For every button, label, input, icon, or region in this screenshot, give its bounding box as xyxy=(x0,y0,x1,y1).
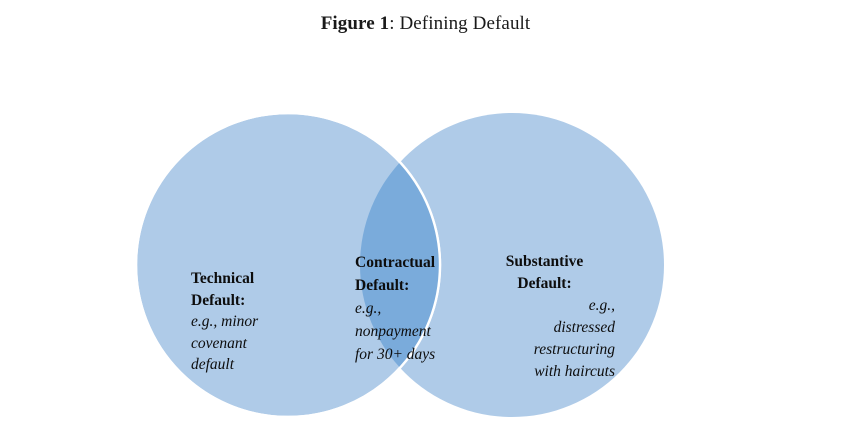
contractual-default-body-line2: nonpayment xyxy=(355,323,431,340)
substantive-default-label: Substantive Default: e.g., distressed re… xyxy=(474,251,615,383)
technical-default-body-line3: default xyxy=(191,356,235,373)
technical-default-body-line1: e.g., minor xyxy=(191,313,259,330)
technical-default-heading-line2: Default: xyxy=(191,291,246,309)
contractual-default-body-line3: for 30+ days xyxy=(355,346,436,363)
technical-default-body-line2: covenant xyxy=(191,334,247,352)
technical-default-heading-line1: Technical xyxy=(191,270,255,287)
figure-title-label: Figure 1 xyxy=(320,13,390,34)
contractual-default-body-line1: e.g., xyxy=(355,300,382,317)
figure-title-subject: : Defining Default xyxy=(389,13,531,34)
contractual-default-heading-line2: Default: xyxy=(355,277,410,294)
contractual-default-heading-line1: Contractual xyxy=(355,254,436,271)
technical-default-circle-outline xyxy=(134,111,442,419)
figure-title: Figure 1: Defining Default xyxy=(0,12,851,36)
substantive-default-body-line3: restructuring xyxy=(533,341,615,358)
substantive-default-circle xyxy=(360,113,664,417)
substantive-default-body-line4: with haircuts xyxy=(534,363,615,380)
technical-default-label: Technical Default: e.g., minor covenant … xyxy=(191,268,258,376)
substantive-default-body-line1: e.g., xyxy=(588,297,615,314)
substantive-default-heading-line2: Default: xyxy=(517,275,572,292)
contractual-default-label: Contractual Default: e.g., nonpayment fo… xyxy=(355,251,435,366)
substantive-default-heading-line1: Substantive xyxy=(505,253,584,270)
venn-diagram: Technical Default: e.g., minor covenant … xyxy=(0,60,851,439)
venn-diagram-svg xyxy=(134,111,664,419)
substantive-default-body-line2: distressed xyxy=(553,319,615,336)
